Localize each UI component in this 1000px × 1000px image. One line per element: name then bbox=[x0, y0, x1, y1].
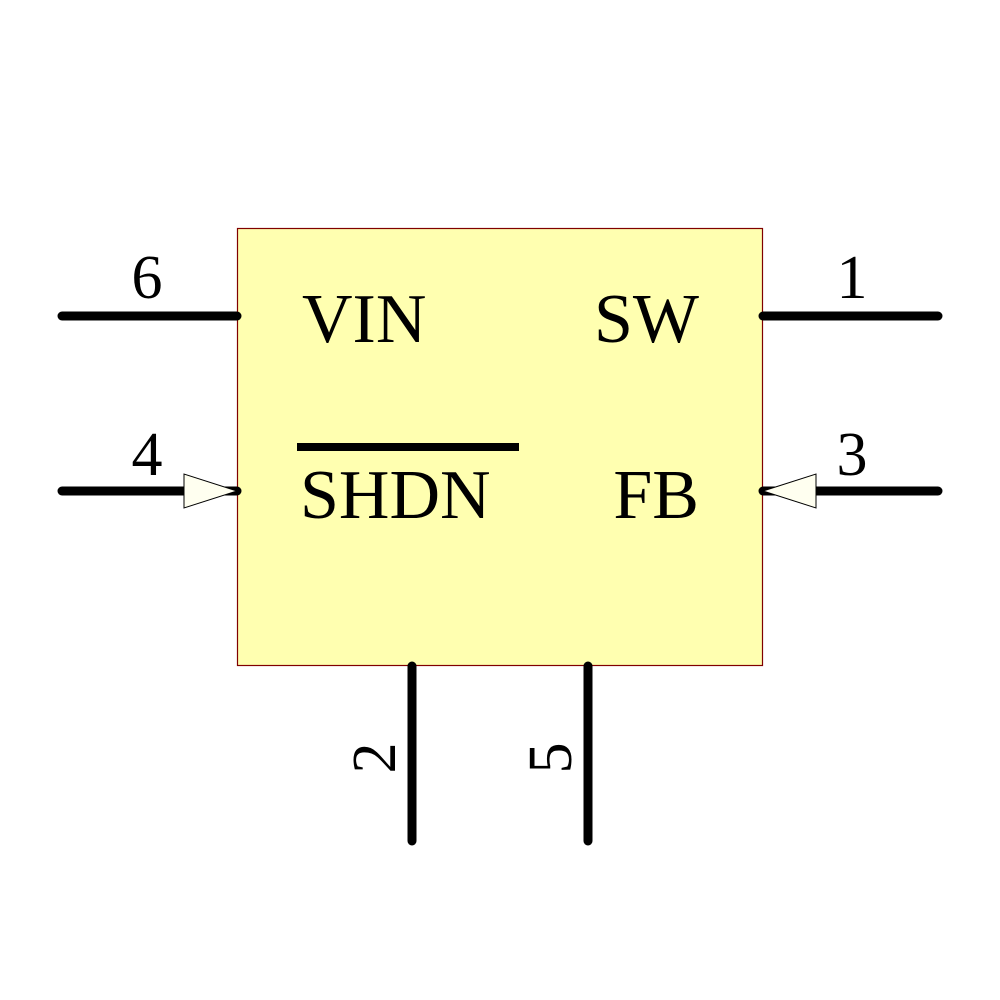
pin-2-number: 2 bbox=[341, 743, 409, 774]
pin-name-sw: SW bbox=[594, 281, 699, 358]
input-arrow-icon bbox=[761, 473, 817, 509]
pin-3-number: 3 bbox=[837, 421, 868, 489]
pin-name-shdn: SHDN bbox=[300, 457, 491, 534]
pin-name-vin: VIN bbox=[302, 281, 426, 358]
input-arrow-icon bbox=[183, 473, 239, 509]
pin-1-number: 1 bbox=[837, 244, 868, 312]
pin-5-number: 5 bbox=[517, 743, 585, 774]
pin-6-number: 6 bbox=[132, 244, 163, 312]
pin-name-fb: FB bbox=[613, 457, 699, 534]
pin-4-number: 4 bbox=[132, 421, 163, 489]
